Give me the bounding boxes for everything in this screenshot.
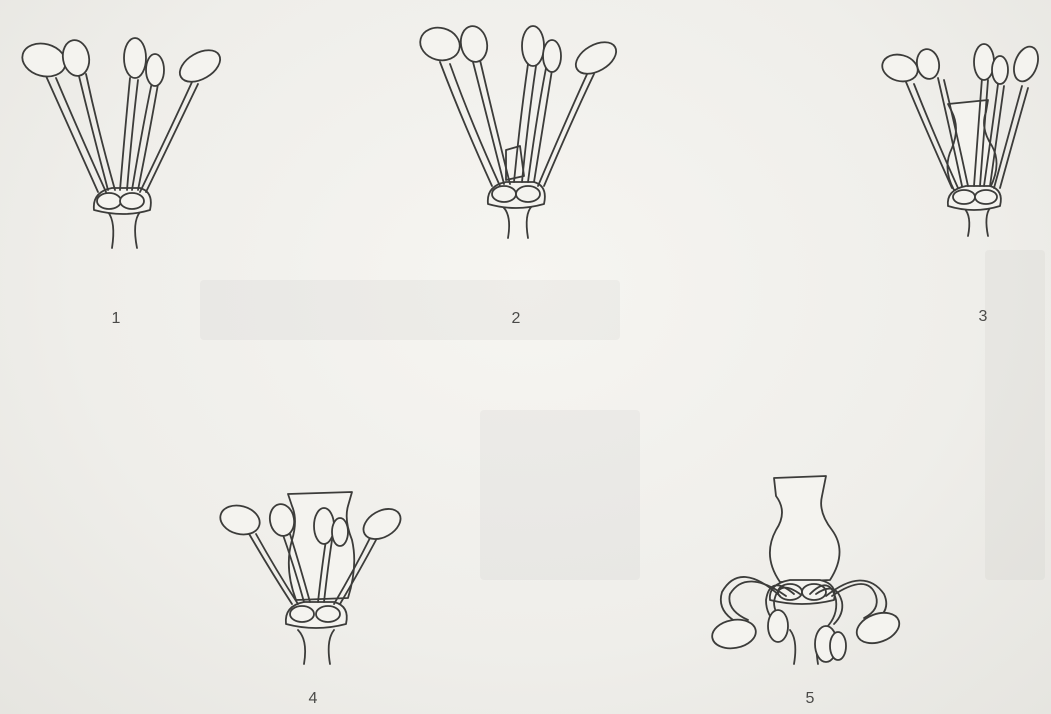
panel-label: 2: [496, 310, 536, 328]
panel-3-drawing: [879, 43, 1042, 236]
panel-1-drawing: [19, 38, 226, 248]
panel-5-drawing: [710, 476, 904, 664]
panel-label: 4: [293, 690, 333, 708]
panel-label: 1: [96, 310, 136, 328]
panel-4-drawing: [217, 492, 406, 664]
panel-label: 3: [963, 308, 1003, 326]
panel-2-drawing: [417, 23, 622, 238]
panel-label: 5: [790, 690, 830, 708]
